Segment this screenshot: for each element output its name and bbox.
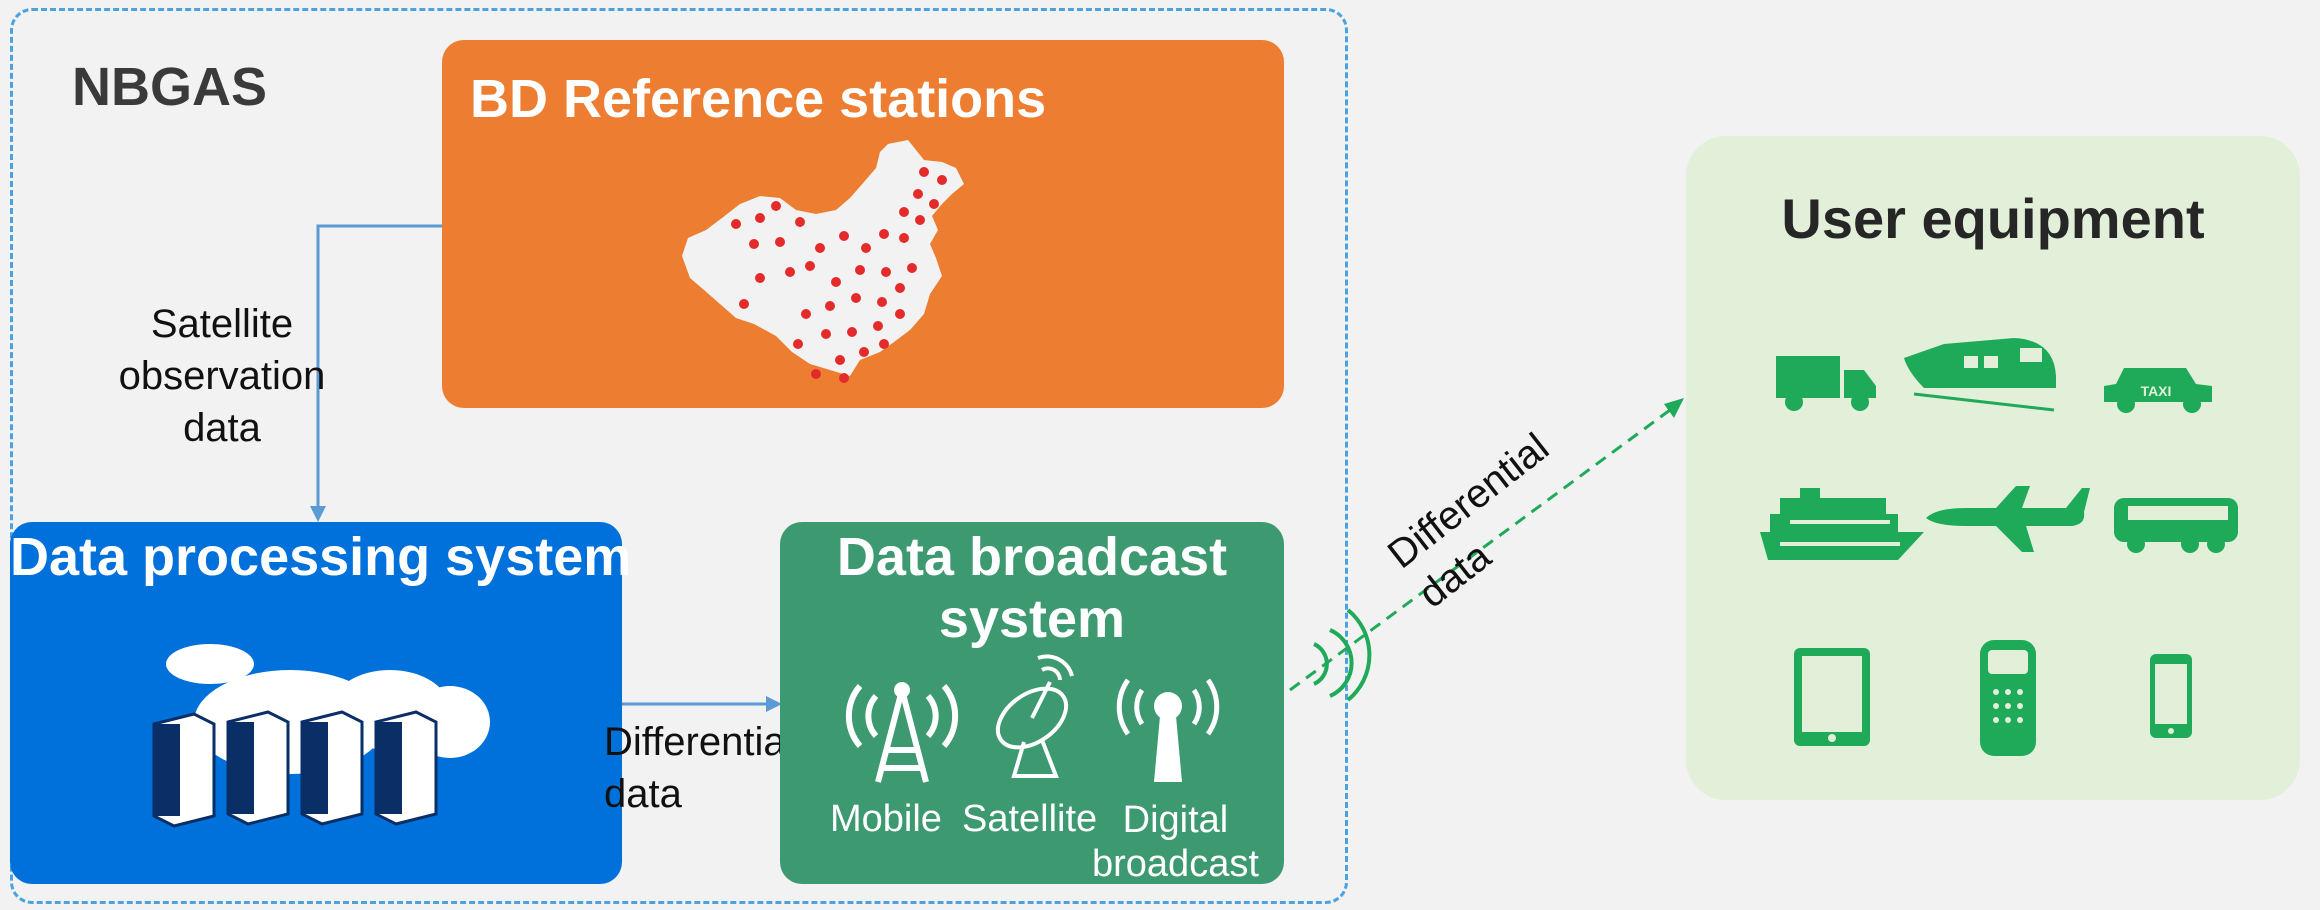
differential-data-label-1: Differential data [604, 716, 794, 820]
reference-stations-title: BD Reference stations [470, 69, 1047, 129]
data-broadcast-title: Data broadcast system [780, 526, 1284, 650]
cloud-server-icon [152, 644, 490, 828]
gnss-receiver-icon [1980, 640, 2036, 756]
signal-waves-icon [1313, 608, 1372, 702]
mobile-label: Mobile [830, 798, 942, 840]
smartphone-icon [2150, 654, 2192, 738]
digital-line2: broadcast [1092, 843, 1259, 885]
observation-line2: observation [118, 354, 326, 398]
observation-connector [310, 224, 1684, 712]
broadcast-antenna-icon [1116, 678, 1220, 782]
airplane-icon [1926, 486, 2090, 552]
bus-icon [2114, 498, 2238, 553]
broadcast-title-line1: Data broadcast [836, 527, 1228, 587]
observation-line3: data [183, 406, 261, 450]
differential-data-label-2: Differential data [1378, 423, 1590, 619]
observation-data-label: Satellite observation data [86, 298, 358, 454]
diff1-line2: data [604, 772, 682, 816]
china-map-icon [682, 140, 964, 383]
truck-icon [1776, 356, 1876, 411]
train-icon [1904, 338, 2056, 412]
tablet-icon [1794, 648, 1870, 746]
svg-text:TAXI: TAXI [2141, 383, 2172, 399]
broadcast-title-line2: system [938, 589, 1126, 649]
user-equipment-title: User equipment [1781, 187, 2205, 250]
data-processing-title: Data processing system [10, 527, 632, 587]
satellite-label: Satellite [962, 798, 1098, 840]
digital-line1: Digital [1122, 799, 1229, 841]
observation-line1: Satellite [150, 302, 294, 346]
diff1-line1: Differential [604, 720, 795, 764]
ship-icon [1760, 488, 1924, 560]
taxi-icon: TAXI [2104, 368, 2212, 413]
satellite-dish-icon [995, 654, 1074, 778]
digital-broadcast-label: Digital broadcast [1092, 798, 1259, 886]
nbgas-boundary [10, 8, 1348, 904]
nbgas-label: NBGAS [72, 57, 268, 117]
mobile-tower-icon [845, 682, 959, 783]
